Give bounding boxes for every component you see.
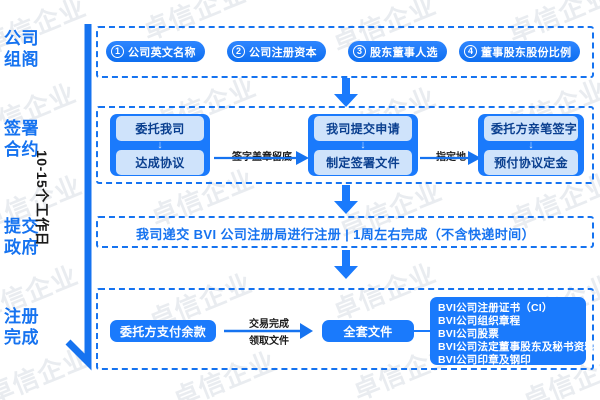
arrow-label-bottom: 领取文件: [249, 336, 289, 347]
stage-label-line2: 组阁: [4, 50, 39, 69]
down-arrow-icon: ↓: [528, 138, 534, 151]
step-number: 3: [353, 45, 366, 58]
document-item: BVI公司组织章程: [438, 315, 521, 327]
item-label: 董事股东股份比例: [481, 46, 572, 59]
stage-label-line1: 注册: [4, 307, 39, 326]
section-panel-sign-contract: [96, 106, 594, 184]
right-arrow-icon: [214, 151, 309, 165]
section-panel-registration-complete: [96, 288, 594, 370]
step-submit-application[interactable]: 我司提交申请 ↓ 制定签署文件: [308, 114, 418, 176]
stage-label-line2: 政府: [4, 238, 39, 257]
step-sub-top: 委托方亲笔签字: [484, 115, 578, 141]
registration-banner-text: 我司递交 BVI 公司注册局进行注册 | 1周左右完成（不含快递时间）: [136, 227, 535, 242]
item-shareholder-director[interactable]: 3 股东董事人选: [348, 41, 447, 62]
down-arrow-icon: ↓: [157, 138, 163, 151]
step-sub-top: 委托我司: [116, 115, 204, 141]
section-panel-submit-government: [96, 216, 594, 248]
right-arrow-icon: [420, 151, 481, 165]
document-list: BVI公司注册证书（CI） BVI公司组织章程 BVI公司股票 BVI公司法定董…: [430, 297, 596, 366]
step-number: 1: [111, 45, 124, 58]
stage-label-line2: 完成: [4, 328, 39, 347]
step-number: 4: [464, 45, 477, 58]
connector-line: [414, 330, 432, 332]
stage-rail: 公司 组阁 签署 合约 提交 政府 注册 完成 10-15个工作日: [0, 0, 92, 400]
step-entrust-our-company[interactable]: 委托我司 ↓ 达成协议: [110, 114, 210, 176]
step-sub-top: 我司提交申请: [314, 115, 412, 141]
stage-label-line1: 提交: [4, 217, 39, 236]
document-item: BVI公司注册证书（CI）: [438, 302, 553, 314]
connector-arrow-down-icon: [334, 185, 358, 214]
item-registered-capital[interactable]: 2 公司注册资本: [227, 41, 326, 62]
stage-label-line1: 签署: [4, 119, 39, 138]
step-sub-bottom: 制定签署文件: [314, 149, 412, 175]
document-item: BVI公司印章及钢印: [438, 354, 532, 366]
down-arrow-icon: ↓: [360, 138, 366, 151]
item-share-ratio[interactable]: 4 董事股东股份比例: [459, 41, 581, 62]
step-sub-bottom: 达成协议: [116, 149, 204, 175]
stage-label-registration-complete: 注册 完成: [4, 306, 66, 348]
duration-label: 10-15个工作日: [34, 150, 50, 247]
connector-arrow-down-icon: [334, 250, 358, 279]
arrow-sign-seal-archive: 签字盖章留底: [214, 140, 310, 174]
connector-arrow-down-icon: [334, 78, 358, 107]
section-panel-company-setup: [96, 26, 594, 78]
step-sub-bottom: 预付协议定金: [484, 149, 578, 175]
stage-label-line1: 公司: [4, 29, 39, 48]
item-label: 公司注册资本: [249, 46, 317, 59]
item-label: 公司英文名称: [128, 46, 196, 59]
stage-label-company-setup: 公司 组阁: [4, 28, 66, 70]
arrow-transaction-complete: 交易完成 领取文件: [224, 314, 314, 348]
stage-label-submit-government: 提交 政府: [4, 216, 66, 258]
document-item: BVI公司法定董事股东及秘书资料: [438, 341, 596, 353]
document-item: BVI公司股票: [438, 328, 499, 340]
step-client-signature[interactable]: 委托方亲笔签字 ↓ 预付协议定金: [478, 114, 584, 176]
timeline-arrow-icon: [65, 24, 92, 371]
step-number: 2: [232, 45, 245, 58]
arrow-designated-place: 指定地: [420, 140, 482, 174]
step-full-document-set[interactable]: 全套文件: [322, 320, 414, 342]
arrow-label-top: 交易完成: [249, 319, 289, 330]
item-label: 股东董事人选: [370, 46, 438, 59]
item-english-name[interactable]: 1 公司英文名称: [106, 41, 205, 62]
stage-label-sign-contract: 签署 合约: [4, 118, 66, 160]
right-arrow-icon: [224, 323, 313, 339]
stage-label-line2: 合约: [4, 140, 39, 159]
step-client-pays-balance[interactable]: 委托方支付余款: [110, 320, 216, 342]
